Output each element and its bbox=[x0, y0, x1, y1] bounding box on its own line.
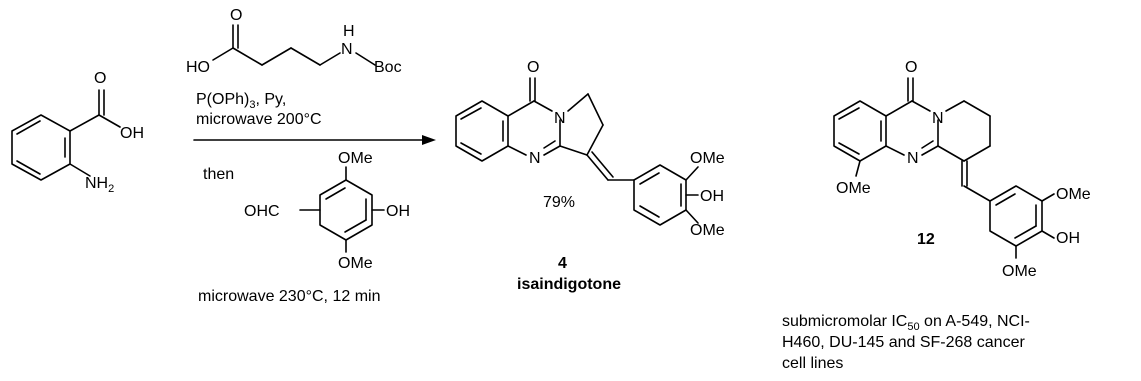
step2-conditions-label: microwave 230°C, 12 min bbox=[198, 288, 380, 305]
isaindigotone-oh-label: OH bbox=[700, 188, 724, 205]
aldehyde-ohc-label: OHC bbox=[244, 203, 280, 220]
step1-conditions-label: microwave 200°C bbox=[196, 111, 322, 128]
analog-number-label: 12 bbox=[917, 231, 935, 248]
aldehyde-ome-top-label: OMe bbox=[338, 150, 373, 167]
boc-amino-acid-structure: O HO H N Boc bbox=[186, 7, 402, 76]
anthranilic-nh2-label: NH2 bbox=[85, 175, 114, 195]
analog-oh-label: OH bbox=[1056, 230, 1080, 247]
reaction-arrow bbox=[193, 135, 436, 145]
anthranilic-acid-bonds bbox=[11, 89, 121, 181]
then-label: then bbox=[203, 166, 234, 183]
activity-note-line-2: H460, DU-145 and SF-268 cancer bbox=[782, 334, 1025, 351]
phosphite-reagent-label: P(OPh)3, Py, bbox=[196, 91, 286, 111]
isaindigotone-bonds bbox=[455, 77, 699, 226]
boc-acid-n-label: N bbox=[341, 41, 353, 58]
isaindigotone-n1-label: N bbox=[554, 110, 566, 127]
isaindigotone-structure: O N N OMe OH OMe bbox=[455, 59, 725, 239]
boc-acid-ho-label: HO bbox=[186, 59, 210, 76]
anthranilic-acid-structure: O OH NH2 bbox=[11, 70, 144, 195]
boc-acid-h-label: H bbox=[343, 23, 355, 40]
anthranilic-o-label: O bbox=[94, 70, 106, 87]
anthranilic-oh-label: OH bbox=[120, 125, 144, 142]
syringaldehyde-bonds bbox=[299, 166, 385, 253]
analog-n2-label: N bbox=[907, 150, 919, 167]
analog-ome-top-label: OMe bbox=[1056, 186, 1091, 203]
boc-amino-acid-bonds bbox=[212, 24, 376, 66]
activity-note-line-1: submicromolar IC50 on A-549, NCI- bbox=[782, 313, 1030, 333]
product-yield-label: 79% bbox=[543, 194, 575, 211]
boc-acid-boc-label: Boc bbox=[374, 59, 402, 76]
analog-o-label: O bbox=[905, 59, 917, 76]
isaindigotone-ome-top-label: OMe bbox=[690, 150, 725, 167]
boc-acid-o-label: O bbox=[230, 7, 242, 24]
analog-n1-label: N bbox=[932, 110, 944, 127]
analog-12-bonds bbox=[833, 77, 1055, 259]
isaindigotone-ome-bottom-label: OMe bbox=[690, 222, 725, 239]
product-name-label: isaindigotone bbox=[517, 276, 621, 293]
analog-ome-bottom-label: OMe bbox=[1002, 263, 1037, 280]
product-number-label: 4 bbox=[558, 255, 567, 272]
analog-ome-ring-label: OMe bbox=[836, 180, 871, 197]
isaindigotone-n2-label: N bbox=[529, 150, 541, 167]
syringaldehyde-structure: OHC OMe OH OMe bbox=[244, 150, 410, 272]
activity-note-line-3: cell lines bbox=[782, 355, 843, 372]
aldehyde-oh-label: OH bbox=[386, 203, 410, 220]
isaindigotone-o-label: O bbox=[527, 59, 539, 76]
aldehyde-ome-bottom-label: OMe bbox=[338, 255, 373, 272]
analog-12-structure: O N N OMe OMe OH OMe bbox=[833, 59, 1091, 280]
